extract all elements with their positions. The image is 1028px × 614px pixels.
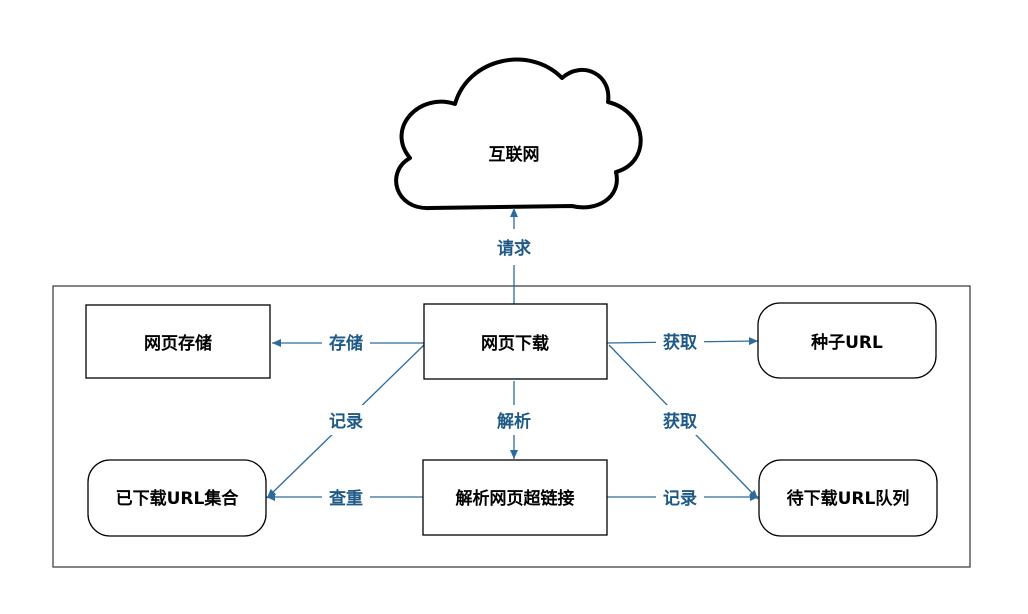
node-page-storage: 网页存储 <box>85 304 271 379</box>
node-downloaded-set: 已下载URL集合 <box>87 459 267 537</box>
node-page-storage-label: 网页存储 <box>144 333 212 354</box>
system-frame <box>52 285 971 568</box>
edge-label-dedup: 查重 <box>328 488 363 509</box>
edge-label-fetch-seed: 获取 <box>663 332 697 353</box>
edge-label-request: 请求 <box>497 238 531 259</box>
node-parse-links: 解析网页超链接 <box>422 459 608 536</box>
internet-cloud-icon <box>394 57 643 211</box>
node-seed-url: 种子URL <box>757 302 937 379</box>
node-page-download: 网页下载 <box>423 303 608 380</box>
edge-label-fetch-queue: 获取 <box>663 411 697 432</box>
edge-label-parse: 解析 <box>497 411 531 432</box>
node-pending-queue: 待下载URL队列 <box>758 459 938 537</box>
internet-label: 互联网 <box>489 145 540 165</box>
node-parse-links-label: 解析网页超链接 <box>456 488 575 509</box>
edge-label-record-downloaded: 记录 <box>329 412 363 432</box>
edge-label-store: 存储 <box>329 333 363 354</box>
node-pending-queue-label: 待下载URL队列 <box>787 488 910 509</box>
edge-label-record-queue: 记录 <box>663 489 697 509</box>
node-page-download-label: 网页下载 <box>481 333 549 354</box>
node-seed-url-label: 种子URL <box>810 332 883 353</box>
edge-labels: 请求 存储 获取 记录 解析 获取 查重 记录 <box>322 229 704 512</box>
node-downloaded-set-label: 已下载URL集合 <box>116 488 240 509</box>
